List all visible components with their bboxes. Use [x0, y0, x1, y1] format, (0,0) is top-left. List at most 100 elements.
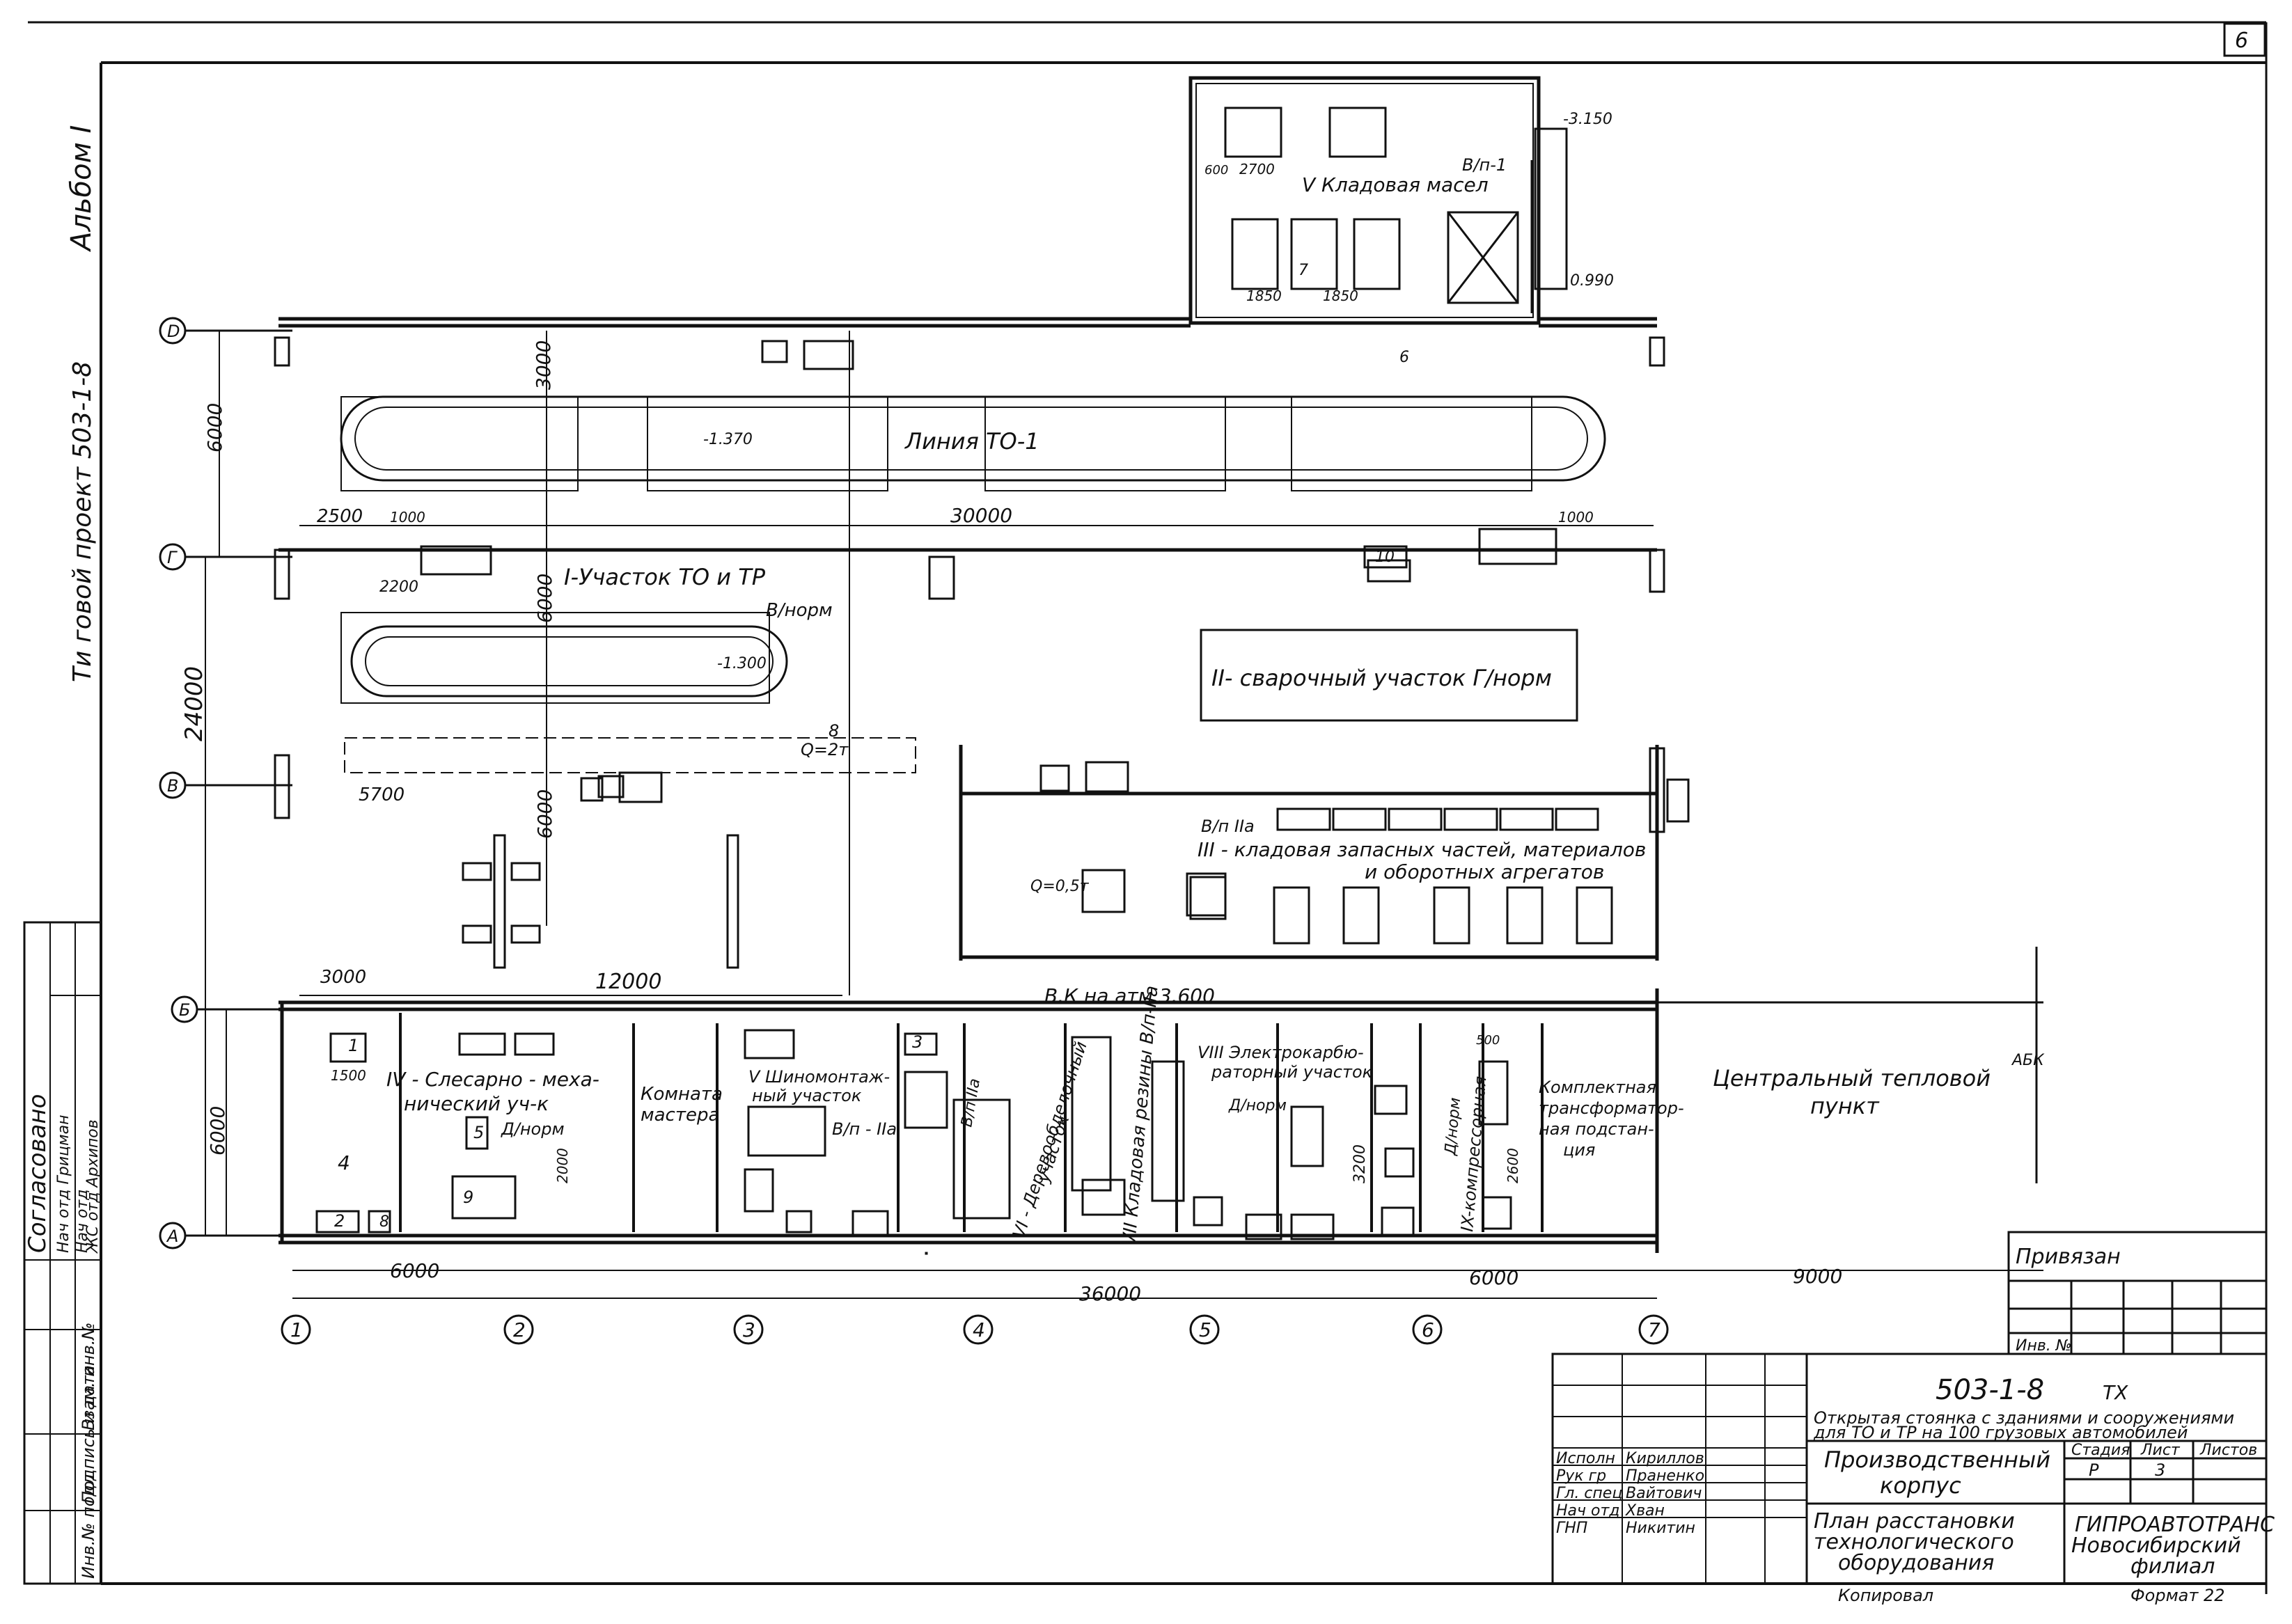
dim-6000-low: 6000 — [533, 789, 556, 839]
stamp-name-1: Кириллов — [1626, 1450, 1704, 1467]
inspection-pit-2 — [340, 612, 788, 704]
stamp-sheet-h: Лист — [2140, 1442, 2181, 1459]
trans-label-2: трансформатор- — [1539, 1098, 1684, 1118]
trans-label: Комплектная — [1539, 1078, 1656, 1097]
album-label: Альбом I — [65, 125, 97, 253]
agreed-title: Согласовано — [24, 1094, 52, 1253]
agreed-col1: Инв.№ подл — [79, 1474, 98, 1579]
stamp-role-1: Исполн — [1556, 1450, 1615, 1467]
dim-bot-36000: 36000 — [1079, 1282, 1141, 1305]
agreed-col2: Подпись и дата — [79, 1365, 98, 1504]
trans-label-3: ная подстан- — [1539, 1119, 1654, 1139]
title-stamp — [1551, 1353, 2268, 1585]
dim-bot-9000: 9000 — [1793, 1265, 1842, 1288]
dim-1500: 1500 — [331, 1067, 366, 1084]
agreed-block — [23, 921, 102, 1585]
rubber-label: VII Кладовая резины В/п-IIа — [1119, 985, 1163, 1247]
eq-num-4: 4 — [338, 1151, 350, 1174]
project-label: Ти говой проект 503-1-8 — [68, 361, 97, 682]
stamp-name-4: Хван — [1625, 1502, 1665, 1520]
dim-12000: 12000 — [595, 970, 661, 994]
sector1-label: I-Участок ТО и ТР — [564, 564, 766, 590]
eq-num-8: 8 — [379, 1213, 389, 1231]
welding-label: II- сварочный участок Г/норм — [1211, 665, 1552, 691]
stamp-org1: ГИПРОАВТОТРАНС — [2075, 1513, 2275, 1537]
abk-label: АБК — [2011, 1052, 2045, 1069]
dim-bot-6000b: 6000 — [1469, 1266, 1518, 1289]
eq-num-10: 10 — [1375, 549, 1395, 566]
dim-6000-b: 6000 — [206, 1106, 229, 1156]
stamp-stage: Р — [2089, 1460, 2099, 1480]
master-label: Комната — [641, 1084, 723, 1105]
dim-6000-top: 6000 — [203, 403, 226, 452]
eq-num-9: 9 — [463, 1188, 473, 1207]
spare-cat: В/п IIа — [1201, 817, 1255, 836]
oil-store-cat: В/п-1 — [1462, 155, 1507, 175]
tire-cat: В/п - IIа — [832, 1119, 897, 1139]
grid-axes — [159, 317, 1669, 1345]
stamp-sheets-h: Листов — [2199, 1442, 2257, 1459]
tire-label-2: ный участок — [752, 1086, 862, 1105]
line-label: Линия ТО-1 — [904, 428, 1039, 455]
axis-6: 6 — [1422, 1318, 1434, 1341]
stamp-code: 503-1-8 — [1936, 1374, 2044, 1406]
dim-24000: 24000 — [180, 666, 208, 741]
format-label: Формат 22 — [2130, 1586, 2225, 1605]
dim-2600: 2600 — [1505, 1148, 1521, 1183]
agreed-row2: Нач отд — [74, 1189, 91, 1253]
oil-store-label: V Кладовая масел — [1302, 173, 1489, 196]
dim-2500: 2500 — [317, 506, 363, 527]
elec-label-2: раторный участок — [1211, 1062, 1373, 1082]
dim-600: 600 — [1204, 163, 1228, 178]
axis-A: A — [166, 1227, 178, 1246]
stamp-name-5: Никитин — [1626, 1520, 1695, 1537]
stamp-building2: корпус — [1880, 1472, 1961, 1499]
stamp-title3: оборудования — [1838, 1551, 1994, 1575]
stamp-role-2: Рук гр — [1556, 1467, 1606, 1485]
heat-label: Центральный тепловой — [1713, 1065, 1991, 1091]
agreed-row3: ЖС отд Архипов — [84, 1119, 102, 1254]
stamp-desc2: для ТО и ТР на 100 грузовых автомобилей — [1813, 1423, 2188, 1442]
dim-1000: 1000 — [390, 509, 425, 526]
dim-1850b: 1850 — [1323, 287, 1358, 304]
dim-3200: 3200 — [1351, 1144, 1369, 1183]
level-3150: -3.150 — [1563, 111, 1612, 128]
sheet-number: 6 — [2235, 29, 2248, 53]
mech-label-2: нический уч-к — [404, 1092, 549, 1115]
dim-500: 500 — [1476, 1033, 1500, 1048]
dim-6000-mid: 6000 — [533, 574, 556, 623]
stamp-desc1: Открытая стоянка с зданиями и сооружения… — [1814, 1408, 2234, 1428]
agreed-row1: Нач отд Грицман — [55, 1115, 72, 1253]
dim-3000-b: 3000 — [320, 967, 366, 988]
inspection-line-to1 — [340, 395, 1606, 491]
level-0990: 0.990 — [1570, 272, 1614, 290]
dim-1000r: 1000 — [1558, 509, 1594, 526]
attach-title: Привязан — [2016, 1245, 2121, 1269]
stamp-sheet: 3 — [2155, 1460, 2165, 1480]
elec-cat: Д/норм — [1228, 1097, 1287, 1114]
stamp-title2: технологического — [1814, 1530, 2014, 1554]
eq-num-7: 7 — [1298, 262, 1308, 279]
level-1300: -1.300 — [717, 655, 767, 672]
dim-30000: 30000 — [950, 504, 1012, 527]
axis-D: D — [167, 322, 180, 341]
eq-num-1: 1 — [348, 1036, 359, 1055]
columns — [274, 336, 1665, 833]
stamp-role-3: Гл. спец — [1556, 1485, 1622, 1502]
axis-Bb: Б — [179, 1000, 190, 1020]
eq-num-3: 3 — [912, 1032, 923, 1052]
mech-label: IV - Слесарно - меха- — [386, 1068, 599, 1091]
vk-label: В.К на атм 3.600 — [1044, 984, 1215, 1007]
stamp-role-4: Нач отд — [1556, 1502, 1620, 1520]
dim-2000: 2000 — [554, 1148, 571, 1183]
stamp-building: Производственный — [1824, 1446, 2050, 1473]
dim-5700: 5700 — [359, 785, 405, 805]
dim-bot-6000a: 6000 — [390, 1259, 439, 1282]
welding-room — [1200, 629, 1578, 722]
dim-1850a: 1850 — [1246, 287, 1282, 304]
spare-label: III - кладовая запасных частей, материал… — [1198, 838, 1646, 861]
copied-label: Копировал — [1838, 1586, 1933, 1605]
master-label-2: мастера — [641, 1105, 719, 1126]
heat-label-2: пункт — [1810, 1093, 1880, 1119]
